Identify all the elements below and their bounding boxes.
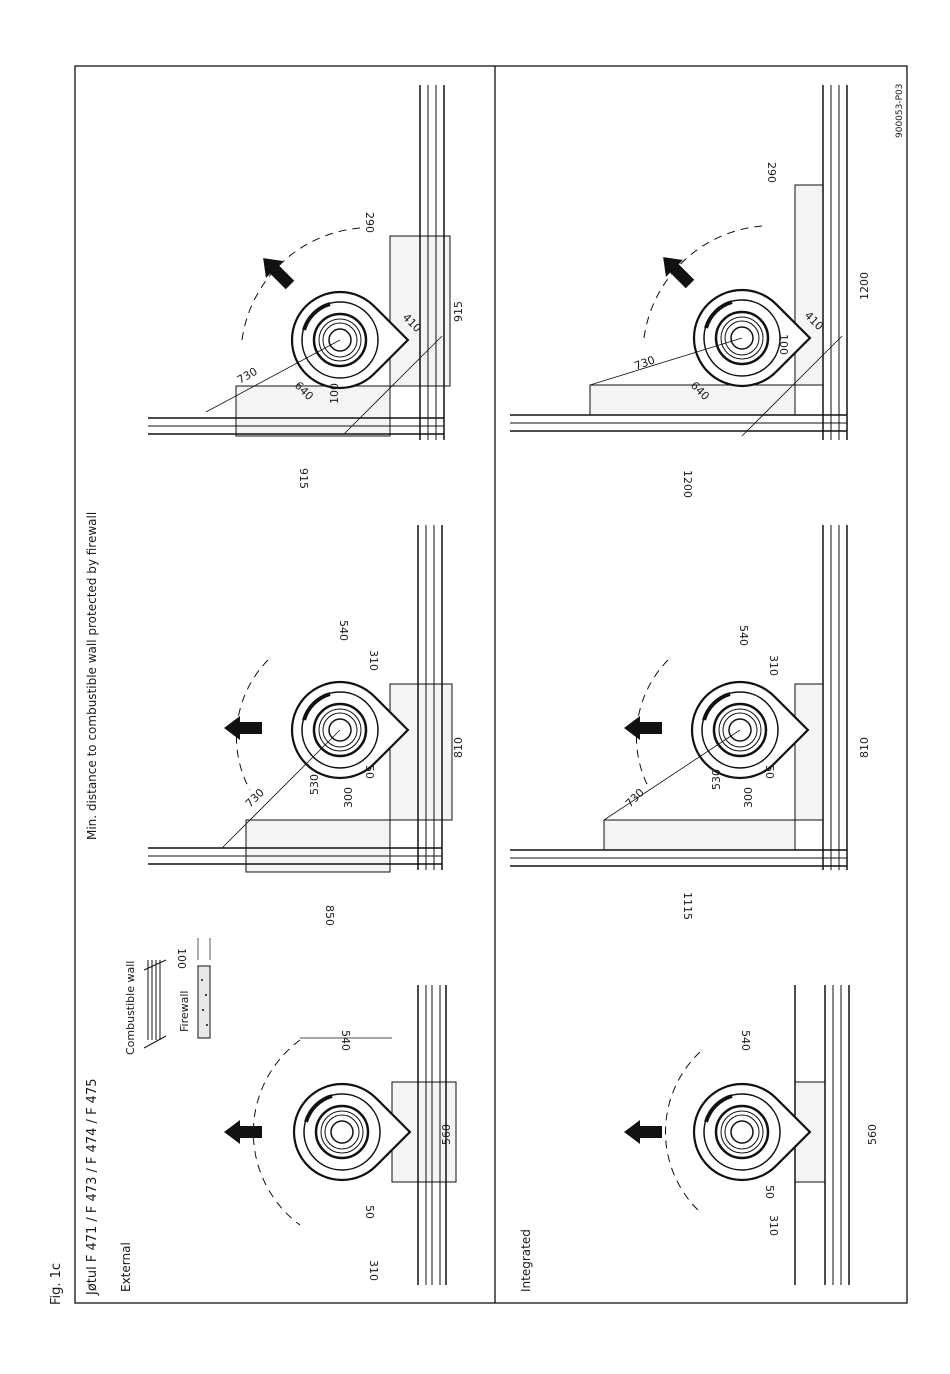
dim-wall-distance: 540 (737, 625, 750, 646)
dim-290: 290 (363, 212, 376, 233)
external-straight-diagram: 540 310 50 560 (224, 985, 457, 1285)
dim-gap-100: 100 (777, 334, 790, 355)
wall-section (794, 985, 850, 1285)
dim-side-gap: 50 (363, 1205, 376, 1219)
document-code: 900053-P03 (895, 84, 905, 138)
firewall-block (794, 184, 824, 386)
dim-firewall-b: 1115 (681, 892, 694, 920)
stove-icon (272, 1062, 412, 1202)
wall-section (148, 85, 445, 440)
dim-gap-100: 100 (328, 383, 341, 404)
dim-flue-offset: 310 (367, 1260, 380, 1281)
dim-flue-offset: 310 (767, 655, 780, 676)
dim-diagonal-730: 730 (235, 365, 260, 387)
dim-530: 530 (710, 769, 723, 790)
dim-firewall-b: 850 (323, 905, 336, 926)
clearance-arc (252, 1039, 301, 1226)
figure-label: Fig. 1c (49, 1263, 64, 1305)
row-label-external: External (119, 1242, 133, 1292)
direction-arrow-icon (224, 1120, 262, 1144)
stove-icon (672, 1062, 812, 1202)
direction-arrow-icon (624, 1120, 662, 1144)
dim-side-gap: 50 (763, 1185, 776, 1199)
dim-wall-distance: 540 (339, 1030, 352, 1051)
main-heading: Jøtul F 471 / F 473 / F 474 / F 475 (85, 1079, 100, 1297)
legend-firewall-thickness: 100 (175, 948, 188, 969)
clearance-arc (665, 1051, 701, 1213)
dim-firewall-a: 1200 (858, 272, 871, 300)
wall-section (510, 85, 848, 440)
external-diagonal-diagram: 290 730 640 410 100 915 915 (148, 85, 465, 489)
direction-arrow-icon (624, 716, 662, 740)
legend-firewall: Firewall (178, 991, 191, 1032)
integrated-straight-diagram: 540 310 50 560 (624, 985, 879, 1285)
clearance-arc (635, 659, 669, 791)
wall-section (148, 525, 443, 870)
wall-section (510, 525, 848, 870)
clearance-arc (241, 227, 361, 341)
dim-wall-distance: 540 (739, 1030, 752, 1051)
firewall-block (589, 384, 796, 416)
direction-arrow-icon (654, 248, 699, 293)
legend-combustible-wall: Combustible wall (124, 961, 137, 1055)
clearance-arc (643, 225, 763, 339)
firewall-block (794, 683, 824, 821)
dim-flue-offset: 310 (367, 650, 380, 671)
integrated-diagonal-diagram: 290 730 640 410 100 1200 1200 (510, 85, 871, 498)
dim-firewall-b: 1200 (681, 470, 694, 498)
external-corner-diagram: 540 310 50 300 530 730 810 850 (148, 525, 465, 926)
clearance-arc (235, 659, 269, 791)
dim-wall-distance: 540 (337, 620, 350, 641)
dim-290: 290 (765, 162, 778, 183)
wall-section (417, 985, 447, 1285)
firewall-block (603, 819, 796, 851)
integrated-corner-diagram: 540 310 50 300 530 730 810 1115 (510, 525, 871, 920)
dim-firewall-length: 560 (866, 1124, 879, 1145)
firewall-swatch (197, 938, 211, 1039)
dim-firewall-b: 915 (297, 468, 310, 489)
dim-flue-offset: 310 (767, 1215, 780, 1236)
dim-firewall-length: 560 (440, 1124, 453, 1145)
direction-arrow-icon (224, 716, 262, 740)
combustible-wall-swatch (143, 959, 167, 1049)
firewall-block (235, 385, 391, 437)
dim-diagonal-730: 730 (623, 786, 647, 810)
dim-firewall-a: 810 (452, 737, 465, 758)
dim-firewall-a: 810 (858, 737, 871, 758)
dim-side-gap: 50 (763, 765, 776, 779)
dim-300: 300 (742, 787, 755, 808)
figure-frame (74, 65, 908, 1304)
dim-diagonal-730: 730 (633, 353, 657, 372)
row-label-integrated: Integrated (519, 1229, 533, 1292)
dim-side-gap: 50 (363, 765, 376, 779)
dim-300: 300 (342, 787, 355, 808)
dim-530: 530 (308, 774, 321, 795)
subheading: Min. distance to combustible wall protec… (85, 512, 99, 840)
dim-firewall-a: 915 (452, 301, 465, 322)
legend: Combustible wall Firewall 100 (124, 938, 211, 1055)
